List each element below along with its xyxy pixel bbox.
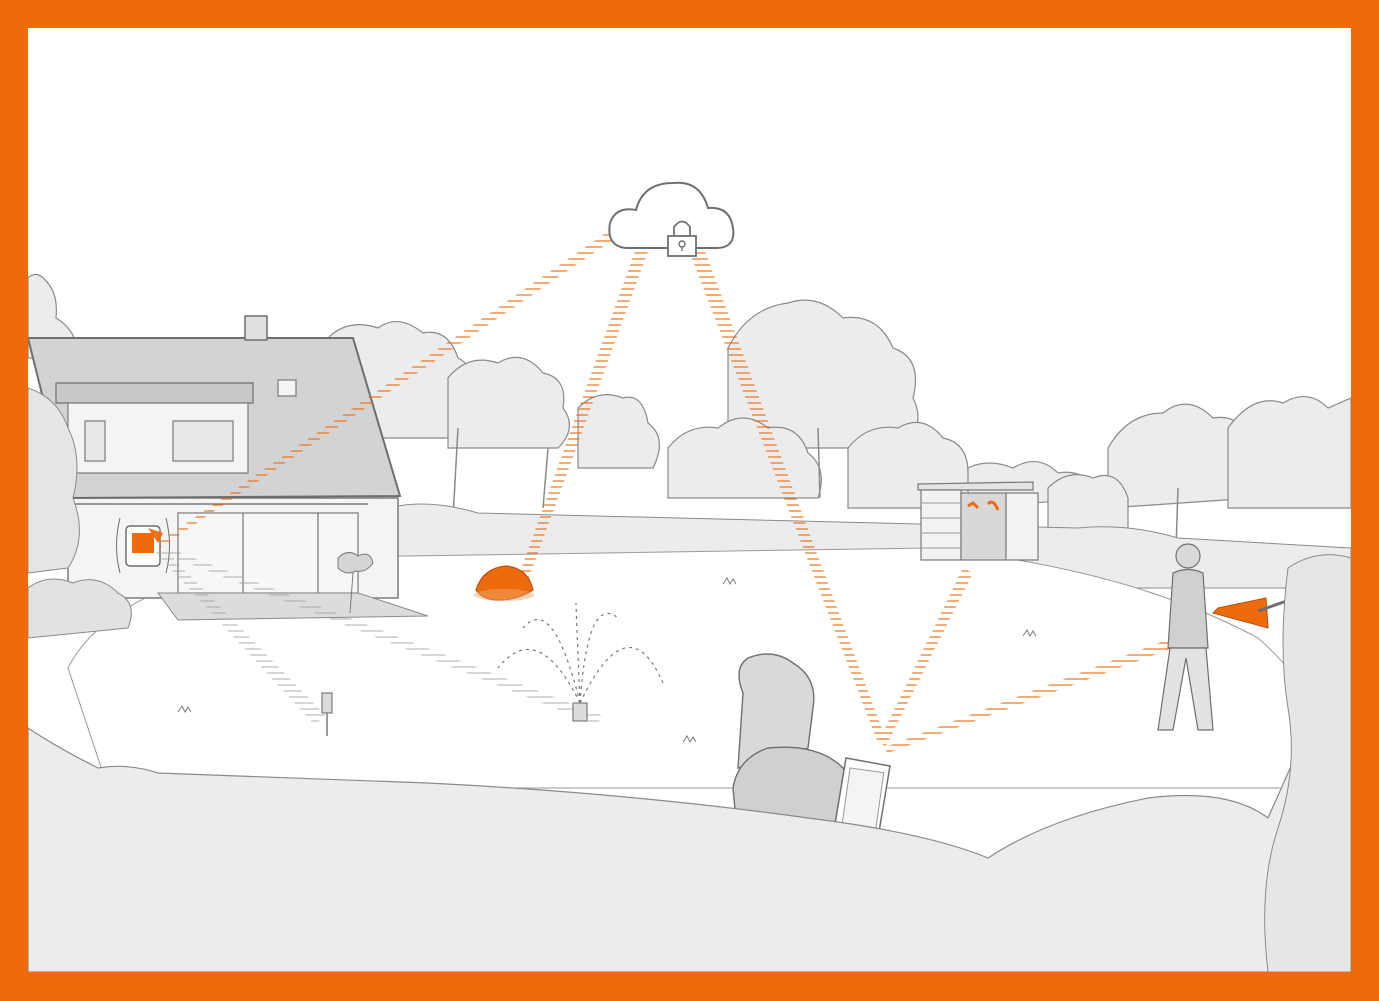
sprinkler [497, 602, 664, 722]
cloud-lock-icon [608, 181, 735, 257]
padlock-icon [667, 220, 697, 257]
smart-garden-illustration [28, 181, 1351, 972]
signal-beams [148, 228, 1200, 753]
gray-beams [156, 548, 608, 723]
trees-background [28, 273, 1351, 549]
tool-shed [917, 481, 1039, 561]
garden-light [321, 692, 333, 736]
potted-plant [337, 552, 374, 614]
wall-charging-station [116, 517, 170, 574]
robotic-mower [474, 565, 534, 601]
man-with-hedge-trimmer [1157, 543, 1339, 731]
illustration-canvas [28, 28, 1351, 972]
grass-tufts [177, 577, 1037, 744]
woman-with-tablet [732, 653, 891, 844]
tree-trunks [452, 427, 1179, 549]
hedge-right [1264, 554, 1351, 972]
